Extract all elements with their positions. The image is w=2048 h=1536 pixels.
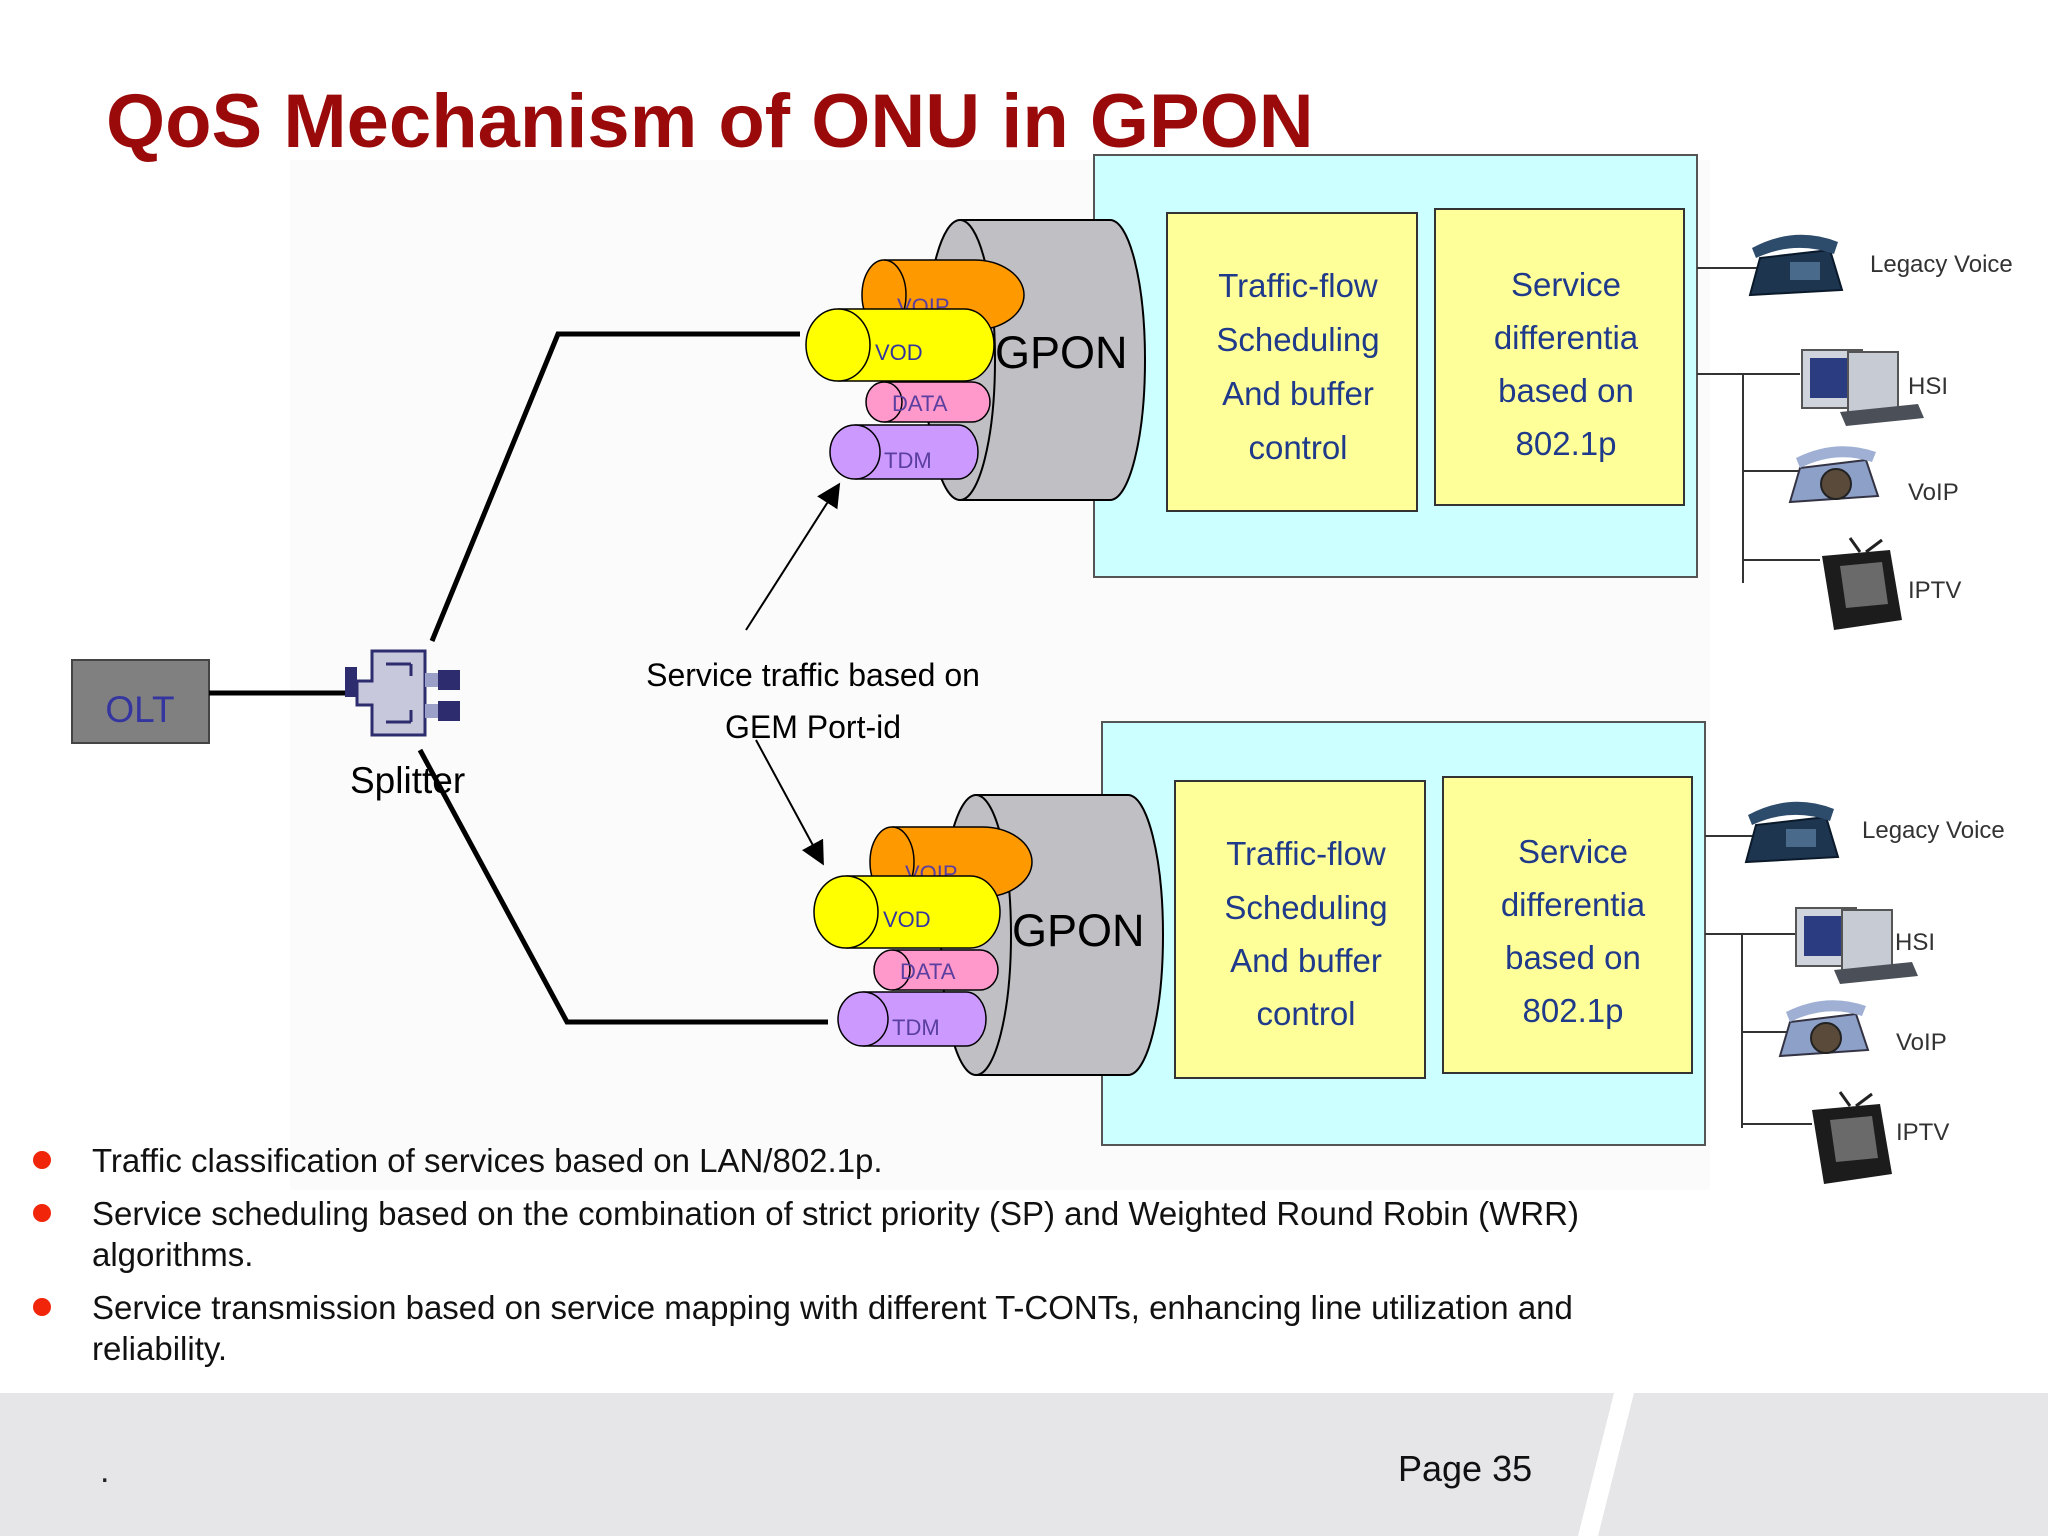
service-label-vod: VOD [875,340,923,365]
service-tdm: TDM [837,991,987,1047]
terminal-iptv: IPTV [1908,577,1961,604]
scheduling-box [1166,212,1418,512]
bullet-item: Service scheduling based on the combinat… [30,1193,1630,1275]
legacy-phone-icon [1744,801,1840,864]
bullet-item: Service transmission based on service ma… [30,1287,1630,1369]
bullet-text: Service scheduling based on the combinat… [92,1195,1579,1273]
annotation-line2: GEM Port-id [725,709,901,745]
iptv-icon [1812,1091,1892,1184]
differentiation-line2: differentia [1494,319,1639,356]
terminal-voip: VoIP [1896,1029,1947,1056]
gpon-label: GPON [1012,905,1145,956]
page-number: Page 35 [1398,1448,1533,1489]
hsi-computer-icon [1801,349,1924,426]
terminal-legacy-voice: Legacy Voice [1862,817,2005,844]
bullet-text: Service transmission based on service ma… [92,1289,1573,1367]
service-vod: VOD [805,308,995,382]
differentiation-box [1442,776,1693,1074]
scheduling-box [1174,780,1426,1079]
service-label-data: DATA [900,959,956,984]
slide-title: QoS Mechanism of ONU in GPON [106,79,1314,164]
annotation-line1: Service traffic based on [646,657,980,693]
scheduling-line3: And buffer [1222,375,1374,412]
terminal-voip: VoIP [1908,479,1959,506]
terminal-iptv: IPTV [1896,1119,1949,1146]
service-label-vod: VOD [883,907,931,932]
differentiation-line2: differentia [1501,886,1646,923]
gpon-label: GPON [995,327,1128,378]
slide-footer [0,1393,2048,1536]
fiber-upper [429,331,800,642]
bullet-dot [33,1151,51,1169]
annotation-arrow-down [755,739,824,866]
bullet-item: Traffic classification of services based… [30,1140,1630,1181]
differentiation-line4: 802.1p [1516,425,1617,462]
terminal-legacy-voice: Legacy Voice [1870,251,2013,278]
voip-phone-icon [1788,446,1880,504]
olt-label: OLT [105,689,174,730]
bullet-text: Traffic classification of services based… [92,1142,883,1179]
bullet-dot [33,1204,51,1222]
terminal-hsi: HSI [1908,373,1948,400]
scheduling-line4: control [1248,429,1347,466]
scheduling-line2: Scheduling [1216,321,1379,358]
service-vod: VOD [813,875,1001,949]
scheduling-line1: Traffic-flow [1226,835,1386,872]
onu-upper: GPON VOIP VOD DATA TDM Traffic-flow Sche… [805,154,2013,630]
service-label-tdm: TDM [884,448,932,473]
scheduling-line3: And buffer [1230,942,1382,979]
differentiation-line1: Service [1511,266,1621,303]
footer-accent [1578,1393,1634,1536]
service-label-tdm: TDM [892,1015,940,1040]
differentiation-line4: 802.1p [1523,992,1624,1029]
scheduling-line2: Scheduling [1224,889,1387,926]
bullet-dot [33,1298,51,1316]
differentiation-line3: based on [1505,939,1641,976]
splitter-icon [345,649,460,737]
olt-box [71,659,210,744]
legacy-phone-icon [1748,234,1844,297]
differentiation-box [1434,208,1685,506]
annotation-arrow-up [745,482,841,631]
service-label-data: DATA [892,391,948,416]
service-data: DATA [873,949,999,991]
hsi-computer-icon [1795,907,1918,984]
scheduling-line4: control [1256,995,1355,1032]
terminal-hsi: HSI [1895,929,1935,956]
bullet-list: Traffic classification of services based… [30,1140,1630,1381]
splitter-label: Splitter [350,760,465,801]
onu-lower: GPON VOIP VOD DATA TDM Traffic-flow Sche… [813,721,2005,1184]
differentiation-line3: based on [1498,372,1634,409]
service-data: DATA [865,381,991,423]
voip-phone-icon [1778,1000,1870,1058]
differentiation-line1: Service [1518,833,1628,870]
fiber-lower [417,748,828,1025]
footer-mark: . [100,1452,110,1490]
iptv-icon [1822,537,1902,630]
scheduling-line1: Traffic-flow [1218,267,1378,304]
service-tdm: TDM [829,424,979,480]
